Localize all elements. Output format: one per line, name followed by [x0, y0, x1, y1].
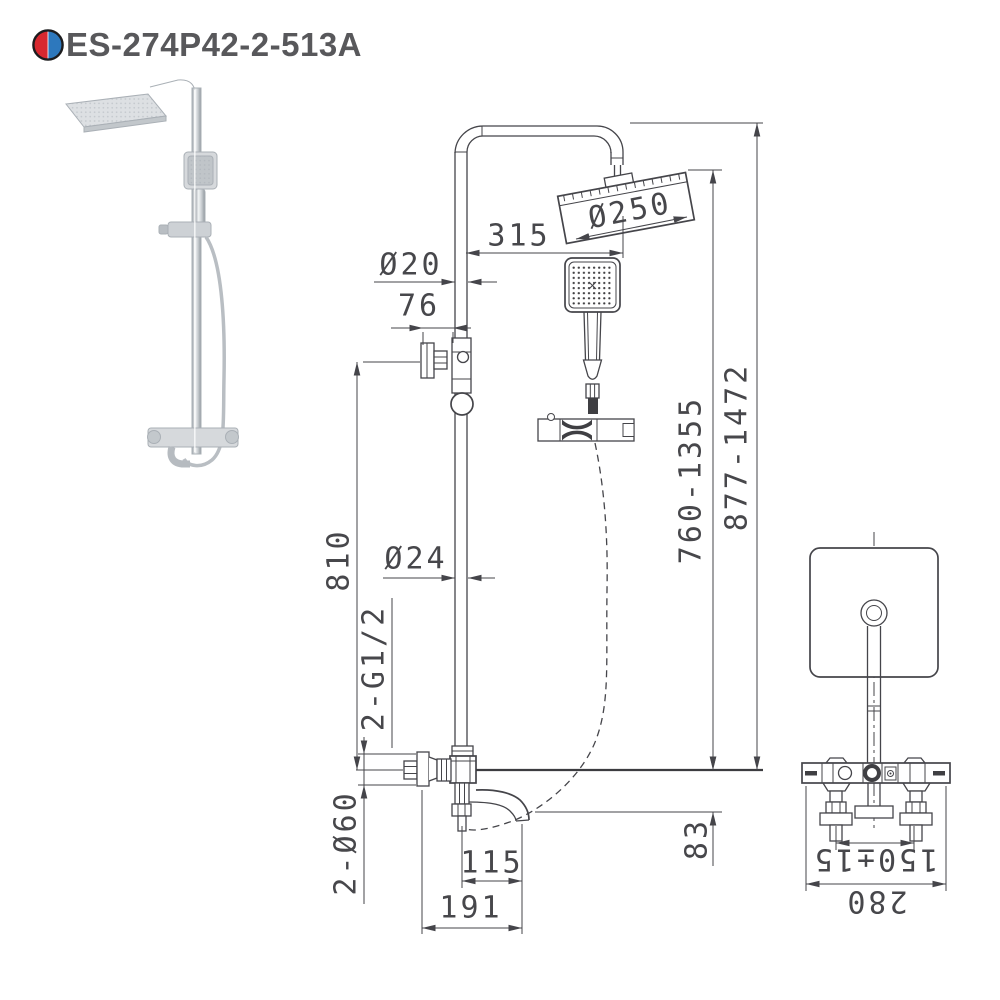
product-photo — [65, 79, 239, 468]
logo-ring — [32, 29, 64, 61]
photo-hose — [182, 236, 226, 468]
shower-hose — [460, 442, 608, 831]
rain-head: Ø250 — [556, 171, 696, 245]
dim-escutcheon-diameter: 2-Ø60 — [329, 790, 364, 895]
brand-logo — [32, 29, 64, 61]
escutcheon-flange — [416, 751, 430, 787]
logo-right-half — [48, 30, 63, 60]
dim-overall-width: 280 — [844, 884, 907, 919]
logo-left-half — [33, 30, 48, 60]
photo-spout — [167, 445, 190, 468]
dim-arm-reach: 315 — [487, 219, 550, 254]
dim-upper-pipe-diameter: Ø20 — [379, 248, 442, 283]
product-code: ES-274P42-2-513A — [66, 26, 363, 63]
valve-body — [403, 745, 530, 832]
dim-riser-height: 810 — [322, 528, 357, 591]
dim-inlet-center-distance: 150±15 — [812, 842, 938, 877]
dim-body-depth: 191 — [439, 891, 502, 926]
dim-lower-pipe-diameter: Ø24 — [384, 542, 447, 577]
side-view-drawing: 150±15 280 — [801, 532, 951, 919]
dim-wall-bracket-depth: 76 — [398, 289, 440, 324]
hand-shower-holder — [537, 413, 635, 442]
dim-spout-drop: 83 — [680, 818, 715, 860]
photo-slider-bracket — [167, 221, 212, 238]
photo-riser-pole — [191, 87, 202, 455]
hand-shower — [564, 257, 621, 414]
dim-inlet-thread: 2-G1/2 — [357, 605, 392, 731]
wall-bracket — [420, 337, 474, 416]
dim-head-to-outlet-range: 760-1355 — [674, 396, 709, 565]
wall-inlet-stub — [403, 760, 418, 780]
tub-spout — [475, 789, 530, 821]
diverter-knob — [450, 392, 474, 416]
dim-overall-height-range: 877-1472 — [720, 363, 755, 532]
dim-spout-reach: 115 — [460, 846, 523, 881]
photo-valve-body — [147, 427, 239, 448]
front-view-drawing: Ø250 — [322, 122, 763, 934]
